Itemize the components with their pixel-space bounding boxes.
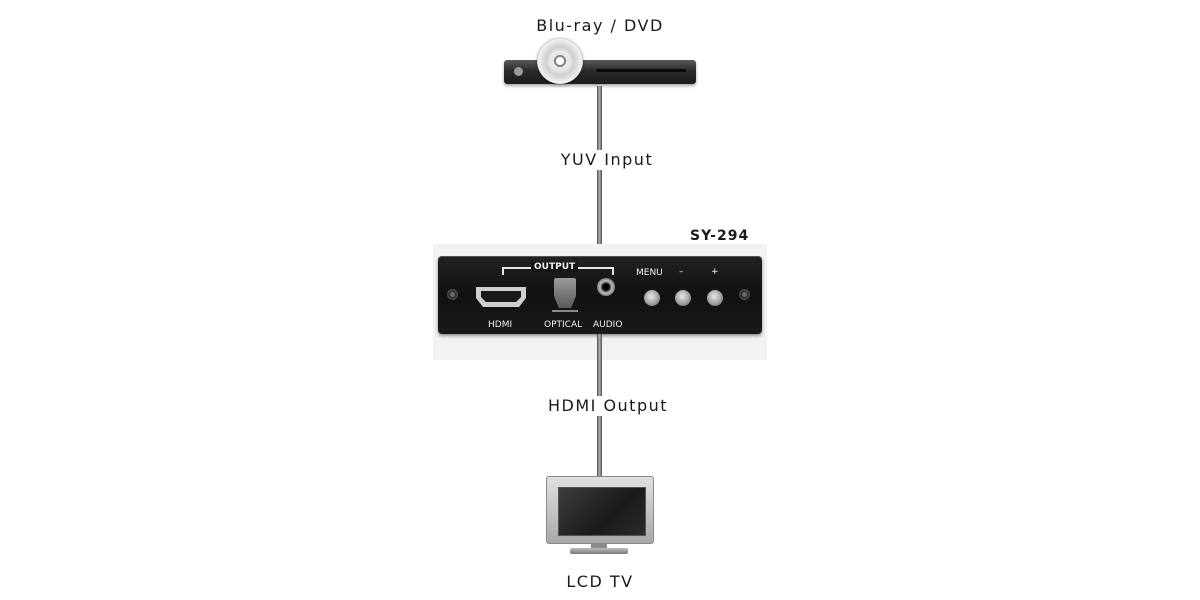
- player-disc-slot: [596, 69, 686, 72]
- player-power-button: [514, 67, 523, 76]
- left-screw-icon: [447, 289, 458, 300]
- menu-button: [644, 290, 660, 306]
- player-body: [504, 60, 696, 84]
- device-model-label: SY-294: [690, 228, 750, 244]
- plus-button: [707, 290, 723, 306]
- tv-stand-neck: [591, 543, 607, 548]
- tv-stand-base: [570, 548, 628, 554]
- yuv-input-label: YUV Input: [556, 150, 658, 170]
- minus-button-label: –: [679, 267, 684, 277]
- hdmi-port-label: HDMI: [488, 320, 513, 330]
- audio-jack-icon: [597, 278, 615, 296]
- minus-button: [675, 290, 691, 306]
- sy-294-device: OUTPUT HDMI OPTICAL AUDIO MENU – +: [438, 256, 762, 334]
- menu-button-label: MENU: [636, 268, 663, 278]
- output-group-label: OUTPUT: [531, 262, 579, 272]
- plus-button-label: +: [711, 267, 719, 277]
- sink-label: LCD TV: [562, 572, 638, 592]
- optical-port-icon: [554, 278, 576, 308]
- disc-icon: [537, 38, 583, 84]
- tv-screen: [558, 487, 646, 536]
- hdmi-port-inner: [481, 291, 521, 302]
- tv-frame: [546, 476, 654, 544]
- optical-port-base: [552, 310, 578, 312]
- hdmi-output-label: HDMI Output: [543, 396, 673, 416]
- audio-port-label: AUDIO: [593, 320, 623, 330]
- optical-port-label: OPTICAL: [544, 320, 583, 330]
- yuv-input-cable: [597, 86, 602, 258]
- lcd-tv-icon: [544, 476, 654, 556]
- right-screw-icon: [739, 289, 750, 300]
- source-label: Blu-ray / DVD: [532, 16, 668, 36]
- blu-ray-player-icon: [504, 38, 696, 86]
